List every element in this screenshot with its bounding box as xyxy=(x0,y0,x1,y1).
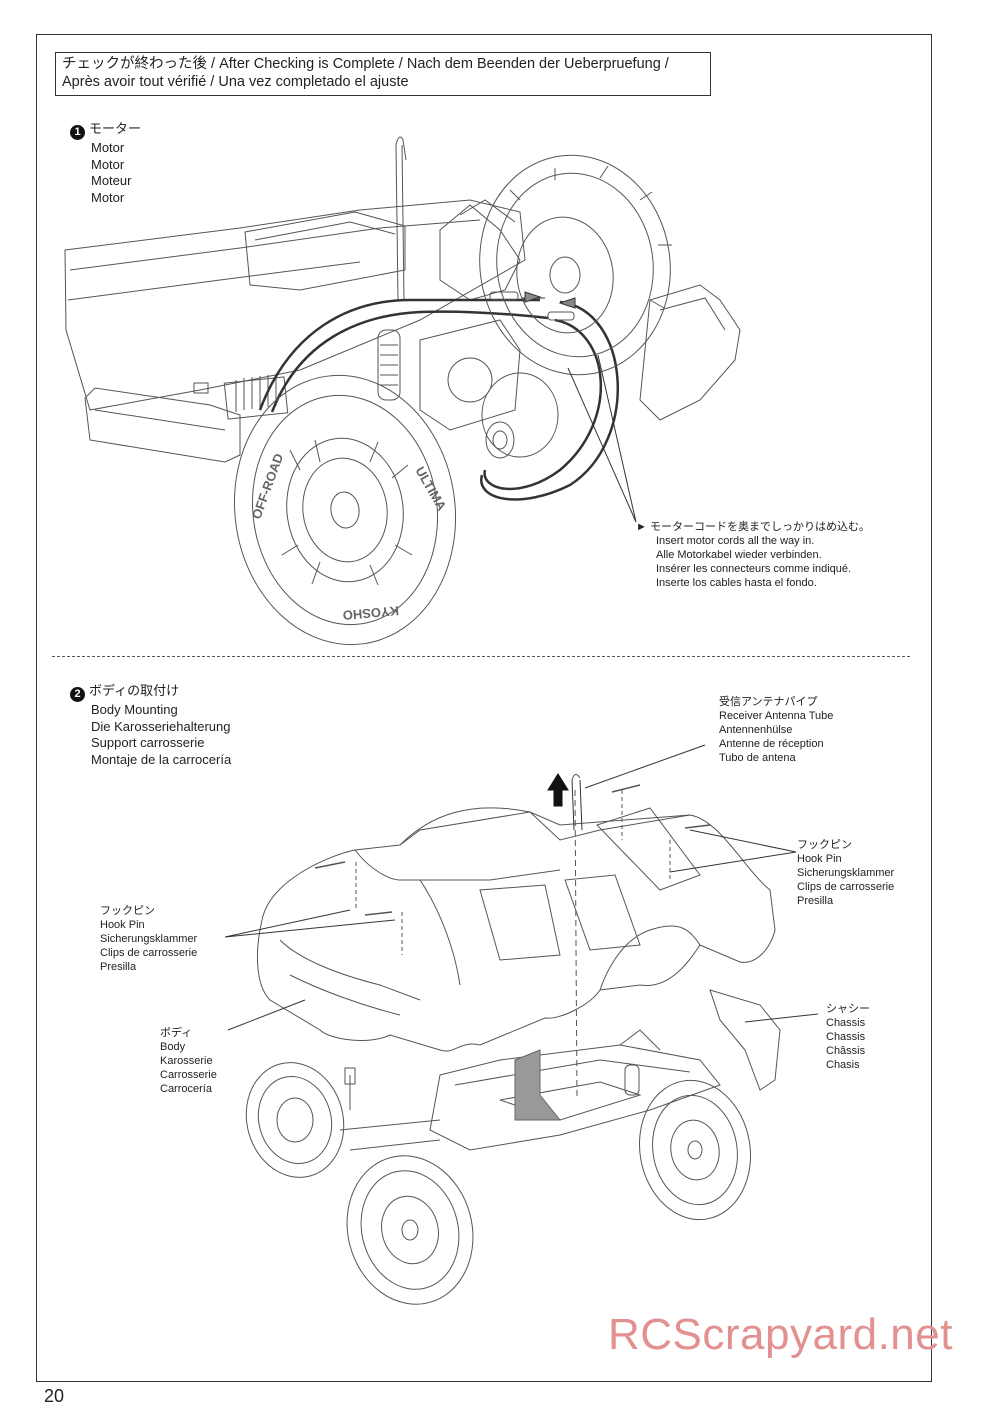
svg-text:KYOSHO: KYOSHO xyxy=(342,603,399,623)
hook-pin-left-label: フックピン Hook Pin Sicherungsklammer Clips d… xyxy=(100,904,197,974)
body-label: ボディ Body Karosserie Carrosserie Carrocer… xyxy=(160,1026,217,1096)
header-line-1: チェックが終わった後 / After Checking is Complete … xyxy=(62,56,669,72)
step-2-heading: 2 ボディの取付け Body Mounting Die Karosseriehal… xyxy=(70,683,231,768)
motor-cord-callout: ► モーターコードを奥までしっかりはめ込む。 Insert motor cord… xyxy=(636,520,870,590)
body-mounting-drawing xyxy=(224,744,819,1305)
chassis-label: シャシー Chassis Chassis Châssis Chasis xyxy=(826,1002,870,1072)
section-divider xyxy=(52,656,910,657)
label-line: Presilla xyxy=(100,961,137,973)
svg-text:ULTIMA: ULTIMA xyxy=(412,464,449,514)
label-line: Hook Pin xyxy=(797,853,842,865)
callout-line: モーターコードを奥までしっかりはめ込む。 xyxy=(649,521,870,533)
callout-line: Alle Motorkabel wieder verbinden. xyxy=(656,549,822,561)
step-1-heading: 1 モーター Motor Motor Moteur Motor xyxy=(70,121,141,206)
step-2-line: Montaje de la carrocería xyxy=(91,751,232,767)
label-line: Sicherungsklammer xyxy=(100,933,198,945)
label-line: Presilla xyxy=(797,895,834,907)
step-1-line: Moteur xyxy=(91,173,132,188)
label-line: シャシー xyxy=(826,1003,870,1015)
label-line: フックピン xyxy=(797,839,852,851)
callout-arrow-icon: ► xyxy=(636,521,647,533)
label-line: 受信アンテナパイプ xyxy=(719,696,818,708)
label-line: Clips de carrosserie xyxy=(797,881,895,893)
step-2-title: ボディの取付け xyxy=(89,683,180,698)
label-line: Sicherungsklammer xyxy=(797,867,895,879)
label-line: Antennenhülse xyxy=(719,724,793,736)
step-1-line: Motor xyxy=(91,156,125,172)
page-frame xyxy=(36,34,932,1382)
step-1-line: Motor xyxy=(91,140,125,155)
step-2-line: Support carrosserie xyxy=(91,735,205,750)
label-line: Receiver Antenna Tube xyxy=(719,710,834,722)
label-line: Antenne de réception xyxy=(719,738,824,750)
label-line: ボディ xyxy=(160,1027,193,1039)
antenna-tube-label: 受信アンテナパイプ Receiver Antenna Tube Antennen… xyxy=(719,695,833,765)
watermark: RCScrapyard.net xyxy=(608,1310,953,1359)
callout-line: Inserte los cables hasta el fondo. xyxy=(656,577,817,589)
header-line-2: Après avoir tout vérifié / Una vez compl… xyxy=(62,74,409,90)
step-2-line: Body Mounting xyxy=(91,702,178,717)
step-2-line: Die Karosseriehalterung xyxy=(91,718,231,734)
svg-text:OFF-ROAD: OFF-ROAD xyxy=(249,451,287,521)
step-1-number: 1 xyxy=(70,125,85,140)
label-line: Chasis xyxy=(826,1059,860,1071)
label-line: Châssis xyxy=(826,1045,866,1057)
label-line: Hook Pin xyxy=(100,919,145,931)
label-line: フックピン xyxy=(100,905,155,917)
label-line: Body xyxy=(160,1041,186,1053)
label-line: Carrocería xyxy=(160,1083,212,1095)
label-line: Clips de carrosserie xyxy=(100,947,198,959)
label-line: Chassis xyxy=(826,1017,866,1029)
label-line: Carrosserie xyxy=(160,1069,217,1081)
header-box: チェックが終わった後 / After Checking is Complete … xyxy=(55,52,711,96)
step-2-number: 2 xyxy=(70,687,85,702)
page-number: 20 xyxy=(44,1386,65,1406)
callout-line: Insérer les connecteurs comme indiqué. xyxy=(656,563,852,575)
callout-line: Insert motor cords all the way in. xyxy=(656,535,815,547)
label-line: Tubo de antena xyxy=(719,752,796,764)
label-line: Chassis xyxy=(826,1031,866,1043)
step-1-title: モーター xyxy=(89,121,142,136)
label-line: Karosserie xyxy=(160,1055,213,1067)
step-1-line: Motor xyxy=(91,189,125,205)
hook-pin-right-label: フックピン Hook Pin Sicherungsklammer Clips d… xyxy=(797,838,894,908)
